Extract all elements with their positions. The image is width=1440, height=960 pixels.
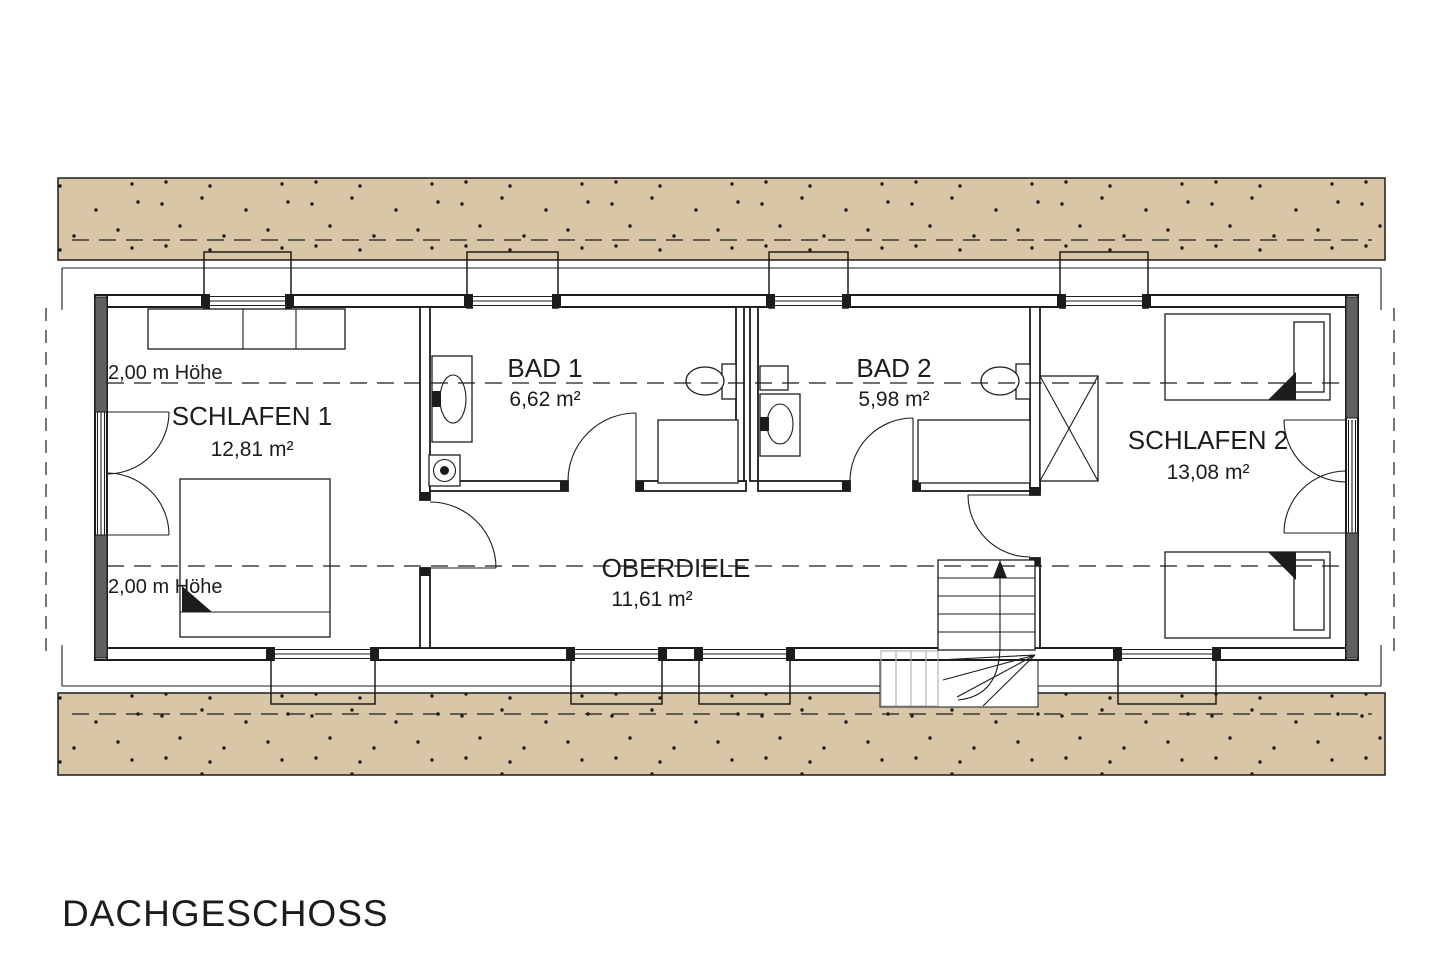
roof-band-top bbox=[57, 177, 1386, 310]
window-east bbox=[1347, 420, 1357, 533]
door-east-double bbox=[1283, 419, 1347, 534]
room-area-bad1: 6,62 m² bbox=[509, 388, 580, 411]
drain-bad1 bbox=[428, 454, 461, 487]
door-bad2 bbox=[849, 417, 914, 482]
wall-east-upper-segment bbox=[1345, 296, 1359, 419]
room-label-schlafen2: SCHLAFEN 2 bbox=[1128, 425, 1288, 455]
height-lines bbox=[45, 308, 1395, 655]
wardrobe-schlafen2 bbox=[1039, 375, 1099, 482]
wall-west-upper-segment bbox=[94, 296, 108, 413]
window-south-2 bbox=[566, 645, 667, 663]
roof-band-bottom bbox=[57, 645, 1386, 776]
roof-band-bottom-speckle bbox=[58, 693, 1385, 775]
wall-schlafen2-upper bbox=[1029, 306, 1041, 496]
gable-edge-bottom bbox=[61, 645, 1382, 686]
toilet-bad1 bbox=[685, 363, 737, 400]
room-label-schlafen1: SCHLAFEN 1 bbox=[172, 401, 332, 431]
room-label-bad1: BAD 1 bbox=[507, 353, 582, 383]
staircase-upper-flight bbox=[937, 559, 1036, 651]
window-north-4 bbox=[1057, 292, 1151, 310]
stair-walk-line bbox=[957, 576, 1001, 701]
sink-bad1 bbox=[431, 355, 473, 443]
wall-schlafen1-lower bbox=[419, 567, 431, 649]
room-label-bad2: BAD 2 bbox=[856, 353, 931, 383]
door-schlafen1 bbox=[429, 501, 497, 569]
labels: 2,00 m Höhe 2,00 m Höhe SCHLAFEN 1 12,81… bbox=[62, 353, 1288, 934]
wall-east-lower-segment bbox=[1345, 532, 1359, 659]
wall-bad-divider-2 bbox=[749, 306, 759, 482]
bed-schlafen2-top bbox=[1164, 313, 1331, 401]
toilet-bad2 bbox=[980, 363, 1031, 400]
interior-walls bbox=[419, 306, 1041, 649]
room-label-oberdiele: OBERDIELE bbox=[602, 553, 751, 583]
shower-bad1 bbox=[657, 419, 739, 484]
room-area-schlafen1: 12,81 m² bbox=[211, 438, 294, 461]
stair-direction-arrow bbox=[993, 560, 1007, 578]
bed-schlafen2-bottom bbox=[1164, 551, 1331, 639]
wall-west-lower-segment bbox=[94, 534, 108, 659]
gable-edge-top bbox=[61, 268, 1382, 310]
sink-bad2 bbox=[759, 393, 801, 457]
door-west-double bbox=[106, 411, 170, 536]
window-south-3 bbox=[694, 645, 795, 663]
bed-schlafen1 bbox=[179, 478, 331, 638]
wardrobe-schlafen1 bbox=[147, 308, 346, 350]
roof-band-top-speckle bbox=[58, 178, 1385, 260]
room-area-bad2: 5,98 m² bbox=[858, 388, 929, 411]
stair-treads bbox=[938, 577, 1035, 633]
window-north-2 bbox=[464, 292, 561, 310]
stair-winder-treads bbox=[937, 654, 1036, 707]
window-north-3 bbox=[766, 292, 851, 310]
shelf-bad2 bbox=[759, 365, 789, 391]
room-area-oberdiele: 11,61 m² bbox=[611, 588, 692, 611]
height-note-bottom: 2,00 m Höhe bbox=[108, 576, 223, 598]
staircase bbox=[880, 559, 1036, 707]
page-title: DACHGESCHOSS bbox=[62, 893, 389, 934]
height-note-top: 2,00 m Höhe bbox=[108, 362, 223, 384]
wall-west bbox=[94, 294, 170, 661]
outer-walls bbox=[94, 292, 1359, 663]
window-south-1 bbox=[266, 645, 379, 663]
staircase-lower-flight-ghost bbox=[880, 650, 939, 707]
window-west bbox=[96, 412, 106, 535]
door-schlafen2 bbox=[967, 494, 1031, 558]
door-bad1 bbox=[567, 412, 637, 482]
window-north-1 bbox=[201, 292, 294, 310]
wall-bad2-a bbox=[757, 480, 851, 492]
window-south-4 bbox=[1113, 645, 1221, 663]
wall-east bbox=[1283, 294, 1359, 661]
room-area-schlafen2: 13,08 m² bbox=[1167, 461, 1250, 484]
shower-bad2 bbox=[917, 419, 1031, 484]
